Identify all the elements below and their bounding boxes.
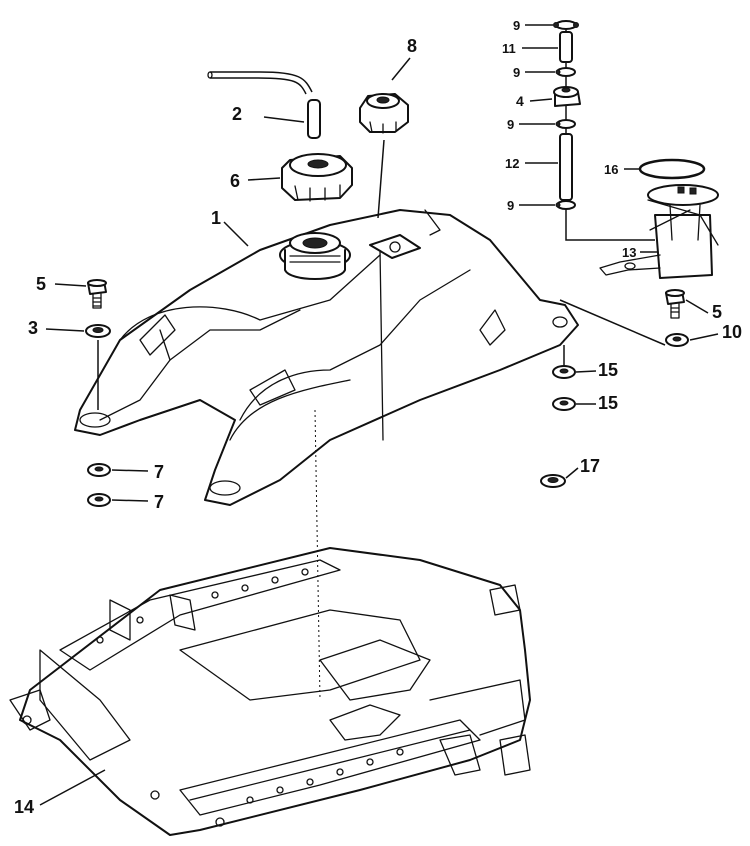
callout-16: 16 [604, 162, 618, 177]
leader-8 [377, 139, 385, 219]
callout-9-c: 9 [507, 117, 514, 132]
grommet-left-upper [87, 463, 111, 477]
bolt-right [665, 289, 685, 319]
callout-10: 10 [722, 322, 742, 342]
pump-o-ring [638, 158, 706, 180]
callout-4: 4 [516, 93, 524, 109]
fuel-cap [281, 153, 353, 202]
callout-12: 12 [505, 156, 519, 171]
callout-11: 11 [502, 41, 516, 56]
callout-6: 6 [230, 171, 240, 191]
callout-5-left: 5 [36, 274, 46, 294]
callout-17: 17 [580, 456, 600, 476]
washer-left-3 [85, 324, 111, 338]
callout-15-upper: 15 [598, 360, 618, 380]
callout-2: 2 [232, 104, 242, 124]
callout-9-b: 9 [513, 65, 520, 80]
callout-5-right: 5 [712, 302, 722, 322]
callout-7-upper: 7 [154, 462, 164, 482]
callout-3: 3 [28, 318, 38, 338]
callout-13: 13 [622, 245, 636, 260]
bolt-left [87, 279, 107, 309]
callout-9-a: 9 [513, 18, 520, 33]
grommet-right-upper [552, 365, 576, 379]
grommet-17 [540, 474, 566, 488]
callout-14: 14 [14, 797, 34, 817]
callout-15-lower: 15 [598, 393, 618, 413]
washer-right-10 [665, 333, 689, 347]
vent-tube [207, 71, 321, 139]
callout-9-d: 9 [507, 198, 514, 213]
fuel-pump-assembly [599, 184, 719, 279]
grommet-left-lower [87, 493, 111, 507]
leader-right [559, 299, 666, 346]
callout-7-lower: 7 [154, 492, 164, 512]
fuel-tank [74, 209, 579, 506]
pump-hose-stack [553, 20, 655, 241]
frame-tray [9, 547, 531, 836]
cap-cover [359, 93, 409, 134]
grommet-right-lower [552, 397, 576, 411]
alignment-line [314, 409, 321, 701]
callouts: 1 2 3 4 5 5 6 7 7 8 9 9 9 9 10 11 12 13 [14, 18, 742, 817]
callout-1: 1 [211, 208, 221, 228]
callout-8: 8 [407, 36, 417, 56]
